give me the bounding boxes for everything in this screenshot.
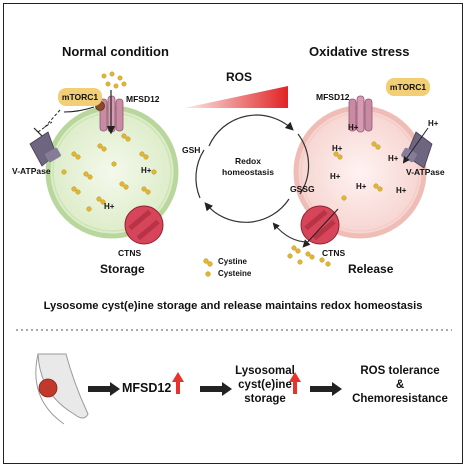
ctns-left: [124, 205, 164, 245]
proton-right-3: H+: [330, 172, 341, 181]
proton-left-2: H+: [104, 202, 115, 211]
vatpase-left: [29, 121, 61, 167]
proton-right-top: H+: [348, 123, 359, 132]
graphical-abstract: Normal condition Oxidative stress mTORC1…: [3, 3, 463, 464]
oxidative-stress-title: Oxidative stress: [309, 44, 410, 59]
gssg-label: GSSG: [290, 184, 315, 194]
mfsd12-transporter-right: [348, 95, 373, 133]
gsh-label: GSH: [182, 145, 201, 155]
ctns-label-left: CTNS: [118, 248, 142, 258]
flow-arrows: [88, 382, 342, 396]
vatpase-label-right: V-ATPase: [406, 167, 445, 177]
legend-cystine: Cystine: [218, 257, 247, 266]
legend-glyphs: [203, 258, 213, 277]
ros-label: ROS: [226, 70, 253, 84]
mfsd12-label-right: MFSD12: [316, 92, 350, 102]
proton-left-1: H+: [141, 166, 152, 175]
mfsd12-label-left: MFSD12: [126, 94, 160, 104]
storage-label: Storage: [100, 262, 145, 276]
cystine-dots: [61, 71, 383, 267]
mtorc1-right: mTORC1: [386, 78, 430, 96]
normal-condition-title: Normal condition: [62, 44, 169, 59]
release-label: Release: [348, 262, 394, 276]
proton-right-1: H+: [332, 144, 343, 153]
vatpase-label-left: V-ATPase: [12, 166, 51, 176]
proton-right-vatpase: H+: [428, 119, 439, 128]
proton-right-5: H+: [396, 186, 407, 195]
breast-tumor-icon: [35, 353, 89, 425]
ros-gradient: [184, 86, 288, 108]
redox-homeostasis-label: Redox homeostasis: [222, 156, 274, 177]
mtorc1-left: mTORC1: [58, 88, 102, 106]
flow-mfsd12: MFSD12: [122, 381, 172, 395]
flow-outcome: ROS tolerance & Chemoresistance: [352, 365, 448, 405]
vatpase-right: [401, 127, 433, 169]
main-caption: Lysosome cyst(e)ine storage and release …: [43, 300, 423, 312]
mfsd12-transporter-left: [99, 90, 124, 135]
flow-storage: Lysosomal cyst(e)ine storage: [235, 365, 295, 405]
ctns-right: [300, 205, 340, 248]
release-arrow: [272, 222, 309, 243]
diagram-canvas: [16, 71, 452, 425]
ctns-label-right: CTNS: [322, 248, 346, 258]
redox-cycle: [195, 114, 310, 223]
legend-cysteine: Cysteine: [218, 269, 252, 278]
proton-right-4: H+: [356, 182, 367, 191]
proton-right-2: H+: [388, 154, 399, 163]
increase-arrows: [172, 372, 301, 394]
mtorc1-inhibition-line: [43, 109, 61, 129]
